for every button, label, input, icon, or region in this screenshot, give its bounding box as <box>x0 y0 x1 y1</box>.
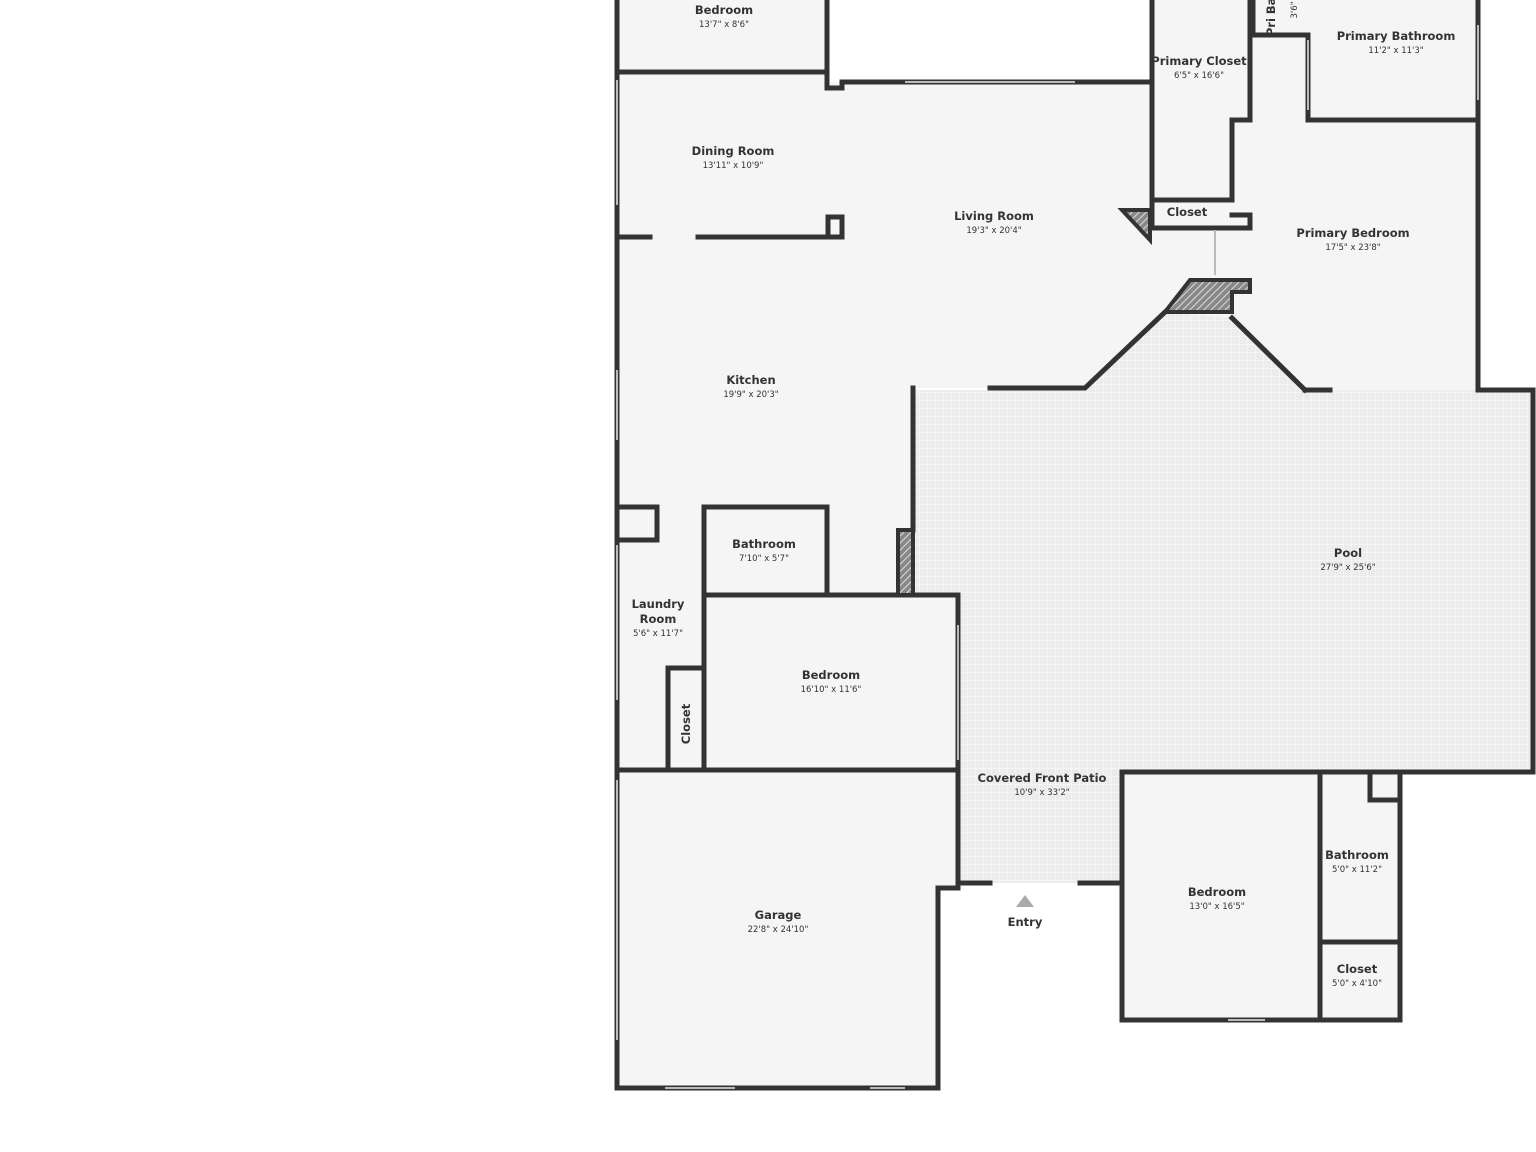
room-pri-bath: Pri Bath 3'6" <box>1264 0 1300 36</box>
room-bedroom-top: Bedroom 13'7" x 8'6" <box>695 3 753 30</box>
svg-text:Closet: Closet <box>1167 205 1208 219</box>
room-bathroom: Bathroom 7'10" x 5'7" <box>732 537 796 564</box>
windows <box>616 25 1479 1089</box>
entry-label: Entry <box>1008 915 1043 929</box>
svg-text:Bedroom: Bedroom <box>695 3 753 17</box>
svg-text:16'10" x 11'6": 16'10" x 11'6" <box>801 685 862 695</box>
svg-text:Covered Front Patio: Covered Front Patio <box>978 771 1107 785</box>
svg-text:Dining Room: Dining Room <box>692 144 775 158</box>
svg-text:19'3" x 20'4": 19'3" x 20'4" <box>966 226 1021 236</box>
room-closet-right: Closet 5'0" x 4'10" <box>1332 962 1382 989</box>
svg-text:19'9" x 20'3": 19'9" x 20'3" <box>723 390 778 400</box>
svg-text:Primary Bedroom: Primary Bedroom <box>1296 226 1409 240</box>
svg-text:17'5" x 23'8": 17'5" x 23'8" <box>1325 243 1380 253</box>
svg-text:10'9" x 33'2": 10'9" x 33'2" <box>1014 788 1069 798</box>
room-primary-bedroom: Primary Bedroom 17'5" x 23'8" <box>1296 226 1409 253</box>
svg-text:3'6": 3'6" <box>1290 1 1300 18</box>
room-bedroom-middle: Bedroom 16'10" x 11'6" <box>801 668 862 695</box>
svg-text:Bathroom: Bathroom <box>732 537 796 551</box>
svg-text:27'9" x 25'6": 27'9" x 25'6" <box>1320 563 1375 573</box>
svg-text:Room: Room <box>640 612 677 626</box>
svg-text:Kitchen: Kitchen <box>726 373 775 387</box>
floors <box>617 0 1533 1088</box>
svg-text:Primary Bathroom: Primary Bathroom <box>1337 29 1456 43</box>
svg-text:Bedroom: Bedroom <box>1188 885 1246 899</box>
svg-text:Closet: Closet <box>1337 962 1378 976</box>
pool-area <box>913 312 1533 883</box>
room-primary-bathroom: Primary Bathroom 11'2" x 11'3" <box>1337 29 1456 56</box>
svg-text:Bathroom: Bathroom <box>1325 848 1389 862</box>
room-dining: Dining Room 13'11" x 10'9" <box>692 144 775 171</box>
svg-text:Bedroom: Bedroom <box>802 668 860 682</box>
svg-text:Garage: Garage <box>755 908 802 922</box>
svg-text:Laundry: Laundry <box>632 597 685 611</box>
svg-text:Closet: Closet <box>679 703 693 744</box>
room-primary-closet: Primary Closet 6'5" x 16'6" <box>1151 54 1247 81</box>
room-kitchen: Kitchen 19'9" x 20'3" <box>723 373 778 400</box>
svg-text:13'7" x 8'6": 13'7" x 8'6" <box>699 20 749 30</box>
svg-text:22'8" x 24'10": 22'8" x 24'10" <box>748 925 809 935</box>
room-bedroom-right: Bedroom 13'0" x 16'5" <box>1188 885 1246 912</box>
svg-text:5'0" x 4'10": 5'0" x 4'10" <box>1332 979 1382 989</box>
svg-text:Primary Closet: Primary Closet <box>1151 54 1247 68</box>
room-bathroom-right: Bathroom 5'0" x 11'2" <box>1325 848 1389 875</box>
walls <box>614 0 1536 1091</box>
room-closet-bedroom: Closet <box>679 703 693 744</box>
room-closet-living: Closet <box>1167 205 1208 219</box>
entry-arrow-icon <box>1016 895 1034 907</box>
room-pool: Pool 27'9" x 25'6" <box>1320 546 1375 573</box>
svg-text:Pri Bath: Pri Bath <box>1264 0 1278 36</box>
room-garage: Garage 22'8" x 24'10" <box>748 908 809 935</box>
svg-text:13'0" x 16'5": 13'0" x 16'5" <box>1189 902 1244 912</box>
room-covered-patio: Covered Front Patio 10'9" x 33'2" <box>978 771 1107 798</box>
svg-text:13'11" x 10'9": 13'11" x 10'9" <box>703 161 764 171</box>
svg-text:5'6" x 11'7": 5'6" x 11'7" <box>633 629 683 639</box>
svg-text:5'0" x 11'2": 5'0" x 11'2" <box>1332 865 1382 875</box>
svg-text:Pool: Pool <box>1334 546 1362 560</box>
svg-text:7'10" x 5'7": 7'10" x 5'7" <box>739 554 789 564</box>
room-living: Living Room 19'3" x 20'4" <box>954 209 1034 236</box>
svg-text:11'2" x 11'3": 11'2" x 11'3" <box>1368 46 1423 56</box>
svg-text:Living Room: Living Room <box>954 209 1034 223</box>
svg-text:6'5" x 16'6": 6'5" x 16'6" <box>1174 71 1224 81</box>
